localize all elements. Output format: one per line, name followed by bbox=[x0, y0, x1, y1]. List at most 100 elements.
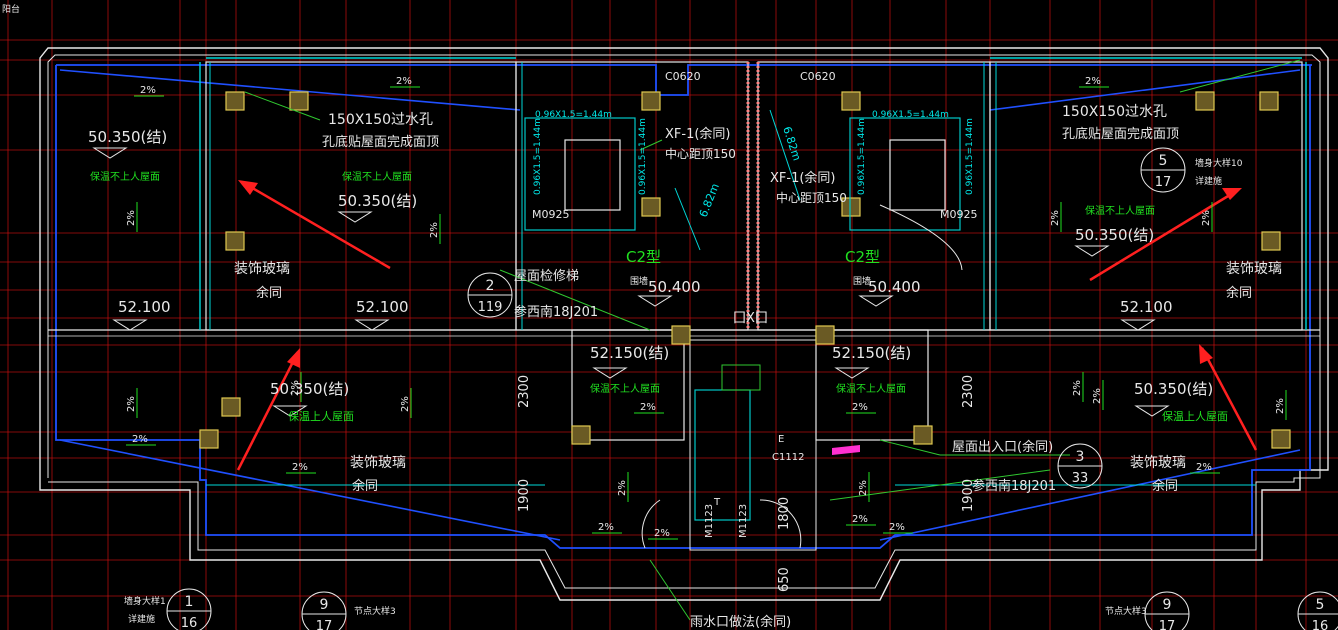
label-m0925-left: M0925 bbox=[532, 208, 570, 221]
slope-mark: 2% bbox=[134, 85, 164, 97]
label-standard-right: 参西南18J201 bbox=[972, 478, 1056, 494]
slope-mark: 2% bbox=[592, 522, 622, 534]
outer-outline bbox=[39, 47, 1329, 601]
callout-bottom: 33 bbox=[1072, 471, 1089, 486]
slope-mark: 2% bbox=[1079, 76, 1109, 88]
elevation-triangle bbox=[92, 147, 128, 159]
slope-mark: 2% bbox=[290, 372, 302, 402]
label-elev-52100-c: 52.100 bbox=[1120, 298, 1173, 316]
elevation-triangle bbox=[637, 295, 673, 307]
slope-mark: 2% bbox=[1092, 380, 1104, 410]
leader-drain-left bbox=[244, 91, 321, 121]
label-mark-shaft: 囗X囗 bbox=[733, 311, 768, 326]
inner-outline bbox=[47, 54, 1321, 589]
callout-bottom: 16 bbox=[181, 616, 198, 630]
slope-mark: 2% bbox=[126, 434, 156, 446]
slope-label: 2% bbox=[858, 480, 869, 496]
label-elev-52150-l: 52.150(结) bbox=[590, 344, 669, 362]
label-m1123-a: M1123 bbox=[704, 504, 715, 538]
callout-bottom: 17 bbox=[1159, 619, 1176, 630]
column bbox=[1271, 429, 1291, 449]
diag-right-line bbox=[769, 109, 801, 201]
slope-marks: 2%2%2%2%2%2%2%2%2%2%2%2%2%2%2%2%2%2%2%2%… bbox=[126, 76, 1287, 540]
leader-rain bbox=[649, 559, 691, 621]
label-xf-left-1: XF-1(余同) bbox=[665, 126, 731, 142]
stair-right-well bbox=[889, 139, 946, 211]
slope-mark: 2% bbox=[617, 472, 629, 502]
column bbox=[1259, 91, 1279, 111]
leader-standard-right bbox=[829, 469, 1051, 501]
label-deco-glass-4: 装饰玻璃 bbox=[1130, 454, 1186, 471]
slope-mark: 2% bbox=[634, 402, 664, 414]
label-roof-hatch: 屋面检修梯 bbox=[514, 269, 579, 284]
blue-diagonal-lower-right bbox=[879, 449, 1301, 541]
slope-mark: 2% bbox=[883, 522, 913, 534]
elevation-triangle bbox=[592, 367, 628, 379]
slope-label: 2% bbox=[852, 402, 868, 413]
label-node-detail-br: 节点大样3 bbox=[1105, 605, 1147, 617]
column bbox=[225, 91, 245, 111]
slope-label: 2% bbox=[429, 222, 440, 238]
label-stair-left-top: 0.96X1.5=1.44m bbox=[535, 110, 612, 120]
label-drain-left-1: 150X150过水孔 bbox=[328, 112, 433, 128]
elevation-triangle bbox=[1074, 245, 1110, 257]
arrow-4-head bbox=[1199, 344, 1213, 364]
label-ins-tl: 保温不上人屋面 bbox=[90, 170, 160, 183]
diag-left-line bbox=[674, 187, 701, 251]
label-deco-glass-3: 装饰玻璃 bbox=[350, 454, 406, 471]
label-m1123-b: M1123 bbox=[738, 504, 749, 538]
callout-bottom: 17 bbox=[316, 619, 333, 630]
elevation-triangle bbox=[858, 295, 894, 307]
callout-top: 2 bbox=[486, 278, 495, 294]
label-deco-glass-2: 装饰玻璃 bbox=[1226, 260, 1282, 277]
label-ins-cl: 保温不上人屋面 bbox=[590, 382, 660, 395]
slope-label: 2% bbox=[1092, 388, 1103, 404]
label-dim-1900-right: 1900 bbox=[961, 479, 976, 512]
column bbox=[199, 429, 219, 449]
label-stair-right-side-b: 0.96X1.5=1.44m bbox=[965, 118, 975, 195]
label-tiny-topleft: 阳台 bbox=[2, 3, 20, 15]
slope-label: 2% bbox=[140, 85, 156, 96]
elevation-triangle bbox=[834, 367, 870, 379]
column bbox=[225, 231, 245, 251]
callout-top: 1 bbox=[185, 594, 194, 610]
door-swing-core-right bbox=[759, 499, 802, 549]
callout-bottom: 119 bbox=[478, 300, 503, 315]
label-drain-right-1: 150X150过水孔 bbox=[1062, 104, 1167, 120]
label-wall-detail-tr-2: 详建施 bbox=[1195, 175, 1222, 187]
label-c0620-left: C0620 bbox=[665, 70, 701, 83]
label-stair-left-side-b: 0.96X1.5=1.44m bbox=[638, 118, 648, 195]
label-standard-left: 参西南18J201 bbox=[514, 304, 598, 320]
arrow-4 bbox=[1200, 347, 1258, 451]
column bbox=[913, 425, 933, 445]
label-stair-right-side-a: 0.96X1.5=1.44m bbox=[857, 118, 867, 195]
slope-label: 2% bbox=[1072, 380, 1083, 396]
label-elev-50350-ml: 50.350(结) bbox=[270, 380, 349, 398]
window-lines bbox=[199, 57, 1307, 486]
column bbox=[1195, 91, 1215, 111]
elevation-triangle bbox=[112, 319, 148, 331]
stairs bbox=[524, 117, 963, 549]
slope-mark: 2% bbox=[1275, 390, 1287, 420]
label-drain-left-2: 孔底贴屋面完成面顶 bbox=[322, 134, 439, 150]
label-elev-50350-tl: 50.350(结) bbox=[88, 128, 167, 146]
label-m0925-right: M0925 bbox=[940, 208, 978, 221]
label-elev-52150-r: 52.150(结) bbox=[832, 344, 911, 362]
slope-mark: 2% bbox=[858, 472, 870, 502]
slope-mark: 2% bbox=[1201, 202, 1213, 232]
label-same-1: 余同 bbox=[256, 285, 282, 301]
arrow-2-head bbox=[1222, 188, 1242, 200]
stair-left-flight bbox=[524, 117, 636, 231]
label-c2-left: C2型 bbox=[626, 248, 661, 266]
door-swing-right bbox=[879, 204, 963, 271]
callout-bottom: 17 bbox=[1155, 175, 1172, 190]
stair-left-well bbox=[564, 139, 621, 211]
wall-core-stair bbox=[689, 339, 817, 551]
label-mark-t: T bbox=[713, 497, 721, 508]
arrow-3-head bbox=[287, 348, 300, 368]
arrow-1-head bbox=[238, 180, 258, 195]
label-dim-1800: 1800 bbox=[777, 497, 792, 530]
callout-top: 5 bbox=[1159, 153, 1168, 169]
elevation-triangle bbox=[354, 319, 390, 331]
